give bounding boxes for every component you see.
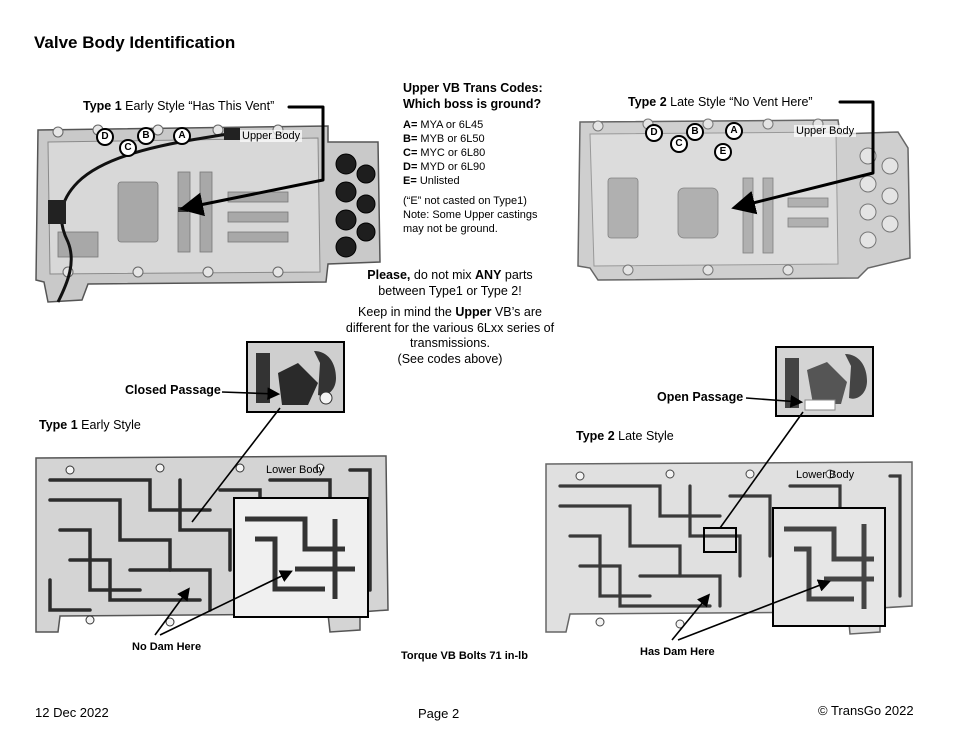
code-d: D= MYD or 6L90 [403,161,486,173]
open-passage-detail [775,346,874,417]
boss-b-marker-type2: B [686,123,704,141]
boss-e-marker-type2: E [714,143,732,161]
footer-copyright: © TransGo 2022 [818,703,914,718]
type2-lower-detail-box [772,507,886,627]
type1-lower-label: Type 1 Early Style [39,418,141,432]
code-e: E= Unlisted [403,175,460,187]
closed-passage-label: Closed Passage [125,383,221,397]
type1-lower-detail-graphic [245,516,355,599]
type1-lower-detail-box [233,497,369,618]
upper-vb-note: Keep in mind the Upper VB’s are differen… [345,305,555,366]
open-passage-label: Open Passage [657,390,744,404]
footer-date: 12 Dec 2022 [35,705,109,720]
trans-codes-question: Which boss is ground? [403,97,542,111]
note-castings-2: may not be ground. [403,223,498,235]
boss-a-marker-type2: A [725,122,743,140]
type2-lower-body-label: Lower Body [796,469,855,481]
boss-a-marker: A [173,127,191,145]
type2-passage-highlight [703,527,737,553]
torque-note: Torque VB Bolts 71 in-lb [401,650,528,662]
page-title: Valve Body Identification [34,33,236,52]
type2-upper-label: Type 2 Late Style “No Vent Here” [628,95,813,109]
code-a: A= MYA or 6L45 [403,119,484,131]
code-c: C= MYC or 6L80 [403,147,486,159]
boss-b-marker: B [137,127,155,145]
trans-codes-heading: Upper VB Trans Codes: [403,81,543,95]
trans-codes-block: Upper VB Trans Codes: Which boss is grou… [403,80,543,236]
open-passage-graphic [785,354,867,411]
note-castings-1: Note: Some Upper castings [403,209,538,221]
code-b: B= MYB or 6L50 [403,133,485,145]
type2-lower-detail-graphic [784,524,874,609]
has-dam-label: Has Dam Here [640,646,715,658]
mix-warning: Please, do not mix ANY parts between Typ… [367,268,533,298]
boss-c-marker: C [119,139,137,157]
type1-lower-body-label: Lower Body [266,464,325,476]
footer-page-number: Page 2 [418,706,460,721]
upper-body-type2-photo [577,118,911,281]
type2-upper-body-label: Upper Body [794,125,857,137]
closed-passage-detail [246,341,345,413]
boss-d-marker: D [96,128,114,146]
closed-passage-graphic [248,343,343,411]
type2-lower-label: Type 2 Late Style [576,429,674,443]
type1-upper-label: Type 1 Early Style “Has This Vent” [83,99,275,113]
boss-c-marker-type2: C [670,135,688,153]
boss-d-marker-type2: D [645,124,663,142]
note-e-not-casted: (“E” not casted on Type1) [403,195,527,207]
no-dam-label: No Dam Here [132,641,202,653]
type1-upper-body-label: Upper Body [240,130,303,142]
